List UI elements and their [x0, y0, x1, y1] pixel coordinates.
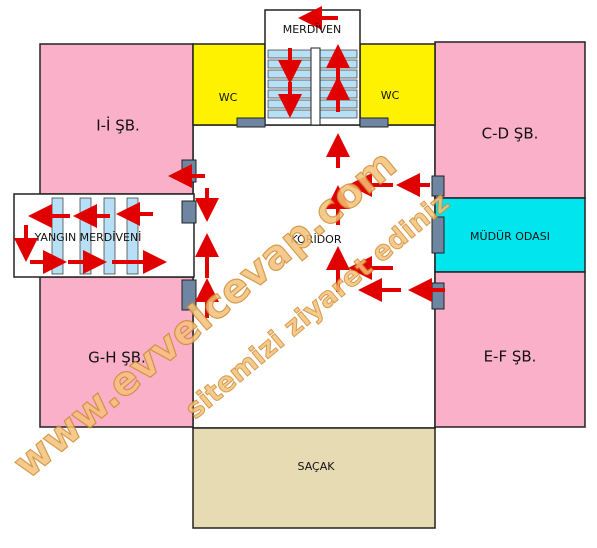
- room-cd: [434, 41, 586, 199]
- wc-left: [192, 43, 266, 126]
- label-room-gh: G-H ŞB.: [88, 349, 146, 367]
- corridor: [192, 124, 436, 429]
- label-room-ef: E-F ŞB.: [484, 348, 537, 366]
- label-sacak: SAÇAK: [298, 460, 336, 473]
- label-room-ii: I-İ ŞB.: [96, 116, 140, 135]
- room-mudur: [434, 197, 586, 273]
- wc-right: [359, 43, 436, 126]
- room-ef: [434, 271, 586, 428]
- evacuation-arrows: [14, 6, 445, 318]
- stair-divider: [310, 47, 321, 126]
- label-wc-right: WC: [381, 89, 400, 102]
- label-koridor: KORİDOR: [291, 233, 342, 246]
- label-merdiven: MERDİVEN: [283, 23, 342, 36]
- fire-escape-steps: [51, 197, 139, 275]
- room-ii: [39, 43, 194, 195]
- label-yangin: YANGIN MERDİVENİ: [34, 231, 142, 244]
- sacak: [192, 427, 436, 529]
- label-mudur: MÜDÜR ODASI: [470, 230, 550, 243]
- label-room-cd: C-D ŞB.: [482, 125, 539, 143]
- label-wc-left: WC: [219, 91, 238, 104]
